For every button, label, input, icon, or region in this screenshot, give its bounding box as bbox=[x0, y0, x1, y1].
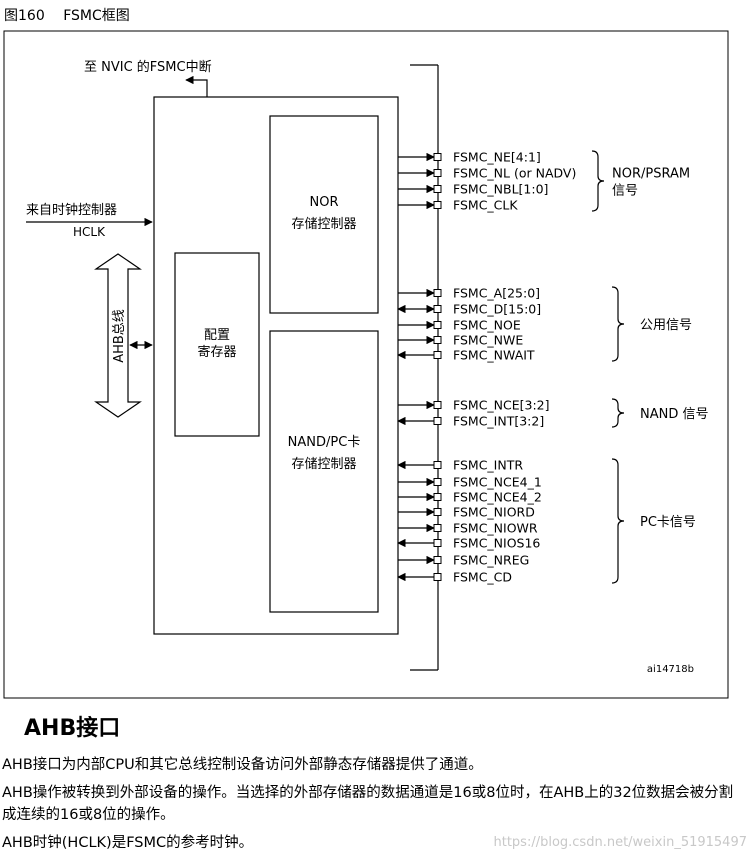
signal-pin bbox=[433, 201, 442, 209]
group-bracket bbox=[611, 398, 625, 428]
config-register-block bbox=[174, 252, 260, 437]
signal-pin bbox=[433, 417, 442, 425]
group-bracket bbox=[611, 286, 625, 362]
clock-source-label: 来自时钟控制器 bbox=[26, 202, 117, 218]
fsmc-block-diagram: 配置 寄存器 NOR 存储控制器 NAND/PC卡 存储控制器 至 NVIC 的… bbox=[3, 30, 729, 699]
signal-label: FSMC_NCE[3:2] bbox=[453, 398, 550, 413]
signal-label: FSMC_NCE4_1 bbox=[453, 475, 542, 490]
ahb-bus-arrow bbox=[94, 253, 142, 418]
signal-label: FSMC_NWE bbox=[453, 333, 523, 348]
nand-controller-block bbox=[269, 330, 379, 613]
group-label: PC卡信号 bbox=[640, 515, 696, 530]
signal-label: FSMC_NIORD bbox=[453, 505, 535, 520]
signal-label: FSMC_CLK bbox=[453, 198, 518, 213]
nor-label-2: 存储控制器 bbox=[291, 217, 356, 232]
signal-pin bbox=[433, 493, 442, 501]
figure-title: FSMC框图 bbox=[63, 8, 130, 24]
watermark: https://blog.csdn.net/weixin_51915497 bbox=[493, 835, 747, 850]
signal-pin bbox=[433, 508, 442, 516]
signal-pin bbox=[433, 336, 442, 344]
signal-label: FSMC_A[25:0] bbox=[453, 286, 540, 301]
signal-pin bbox=[433, 351, 442, 359]
signal-label: FSMC_NBL[1:0] bbox=[453, 182, 548, 197]
figure-id: ai14718b bbox=[647, 664, 694, 675]
signal-label: FSMC_NIOWR bbox=[453, 521, 538, 536]
figure-number: 图160 bbox=[4, 8, 45, 24]
group-bracket bbox=[591, 150, 605, 212]
paragraph-1: AHB接口为内部CPU和其它总线控制设备访问外部静态存储器提供了通道。 bbox=[2, 757, 483, 773]
nor-controller-block bbox=[269, 115, 379, 314]
figure-caption: 图160 FSMC框图 bbox=[4, 5, 144, 25]
group-label: NAND 信号 bbox=[640, 407, 709, 422]
signal-label: FSMC_NL (or NADV) bbox=[453, 166, 576, 181]
signal-label: FSMC_NIOS16 bbox=[453, 536, 540, 551]
nand-label-2: 存储控制器 bbox=[291, 457, 356, 472]
signal-pin bbox=[433, 305, 442, 313]
group-label: 公用信号 bbox=[640, 318, 692, 333]
signal-label: FSMC_NWAIT bbox=[453, 348, 535, 363]
nvic-interrupt-arrow bbox=[185, 75, 208, 97]
signal-pin bbox=[433, 169, 442, 177]
fsmc-block bbox=[153, 96, 399, 635]
signal-label: FSMC_CD bbox=[453, 570, 512, 585]
nvic-label: 至 NVIC 的FSMC中断 bbox=[84, 59, 212, 75]
hclk-label: HCLK bbox=[73, 225, 106, 239]
nor-label-1: NOR bbox=[310, 195, 339, 210]
group-label: NOR/PSRAM bbox=[612, 167, 690, 182]
signal-pin bbox=[433, 185, 442, 193]
config-label-2: 寄存器 bbox=[197, 344, 236, 360]
signal-label: FSMC_NCE4_2 bbox=[453, 490, 542, 505]
signal-pin bbox=[433, 478, 442, 486]
signal-lines: FSMC_NE[4:1]FSMC_NL (or NADV)FSMC_NBL[1:… bbox=[397, 150, 576, 585]
signal-pin bbox=[433, 539, 442, 547]
nand-label-1: NAND/PC卡 bbox=[288, 435, 361, 450]
signal-label: FSMC_NOE bbox=[453, 318, 521, 333]
signal-label: FSMC_INT[3:2] bbox=[453, 414, 544, 429]
section-heading: AHB接口 bbox=[24, 716, 121, 741]
signal-label: FSMC_NE[4:1] bbox=[453, 150, 541, 165]
signal-pin bbox=[433, 321, 442, 329]
signal-pin bbox=[433, 401, 442, 409]
config-label-1: 配置 bbox=[204, 328, 230, 343]
paragraph-3: AHB时钟(HCLK)是FSMC的参考时钟。 bbox=[2, 835, 254, 851]
signal-pin bbox=[433, 461, 442, 469]
group-bracket bbox=[611, 458, 625, 584]
signal-pin bbox=[433, 573, 442, 581]
group-label: 信号 bbox=[612, 184, 638, 199]
signal-pin bbox=[433, 556, 442, 564]
signal-label: FSMC_NREG bbox=[453, 553, 529, 568]
signal-label: FSMC_INTR bbox=[453, 458, 523, 473]
paragraph-2: AHB操作被转换到外部设备的操作。当选择的外部存储器的数据通道是16或8位时，在… bbox=[2, 785, 734, 823]
signal-label: FSMC_D[15:0] bbox=[453, 302, 541, 317]
signal-pin bbox=[433, 524, 442, 532]
outer-frame bbox=[3, 30, 729, 699]
signal-pin bbox=[433, 153, 442, 161]
ahb-bus-label: AHB总线 bbox=[112, 309, 127, 363]
signal-pin bbox=[433, 289, 442, 297]
